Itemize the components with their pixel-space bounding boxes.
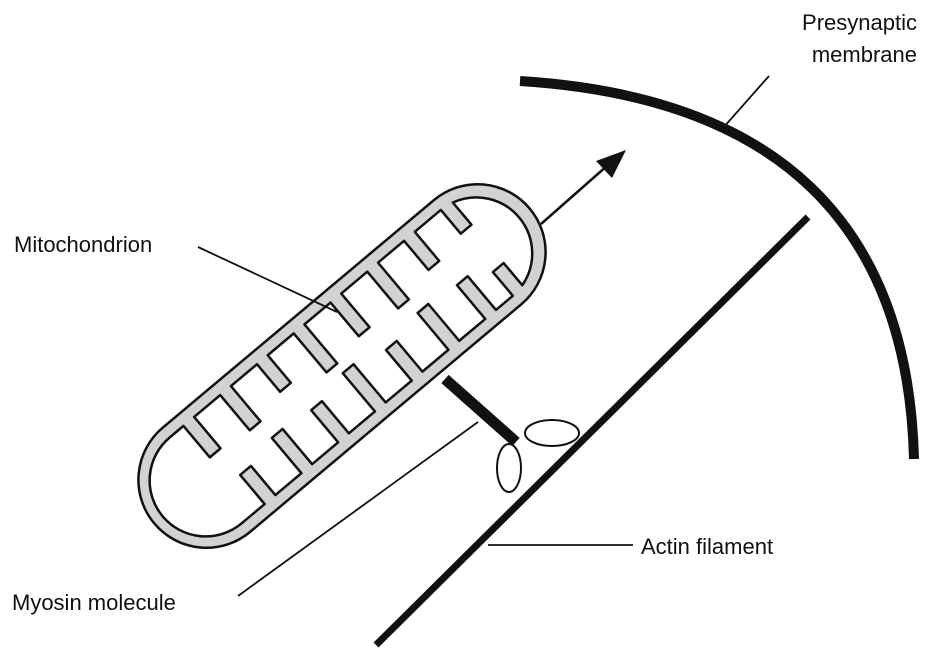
mitochondrion [111,156,574,575]
presynaptic-membrane-label-line1: Presynaptic [802,10,917,35]
mitochondrion-label: Mitochondrion [14,232,152,257]
presynaptic-membrane-label-line2: membrane [812,42,917,67]
mitochondrion-leader-line [198,247,337,312]
actin-filament-label: Actin filament [641,534,773,559]
presynaptic-leader-line [723,76,769,128]
mitochondrion-inner-membrane [127,175,555,560]
myosin-tail [445,379,516,442]
myosin-head [525,420,579,446]
myosin-molecule-label: Myosin molecule [12,590,176,615]
movement-arrow [541,150,626,224]
myosin-head [497,444,521,492]
presynaptic-membrane-arc [520,81,914,459]
